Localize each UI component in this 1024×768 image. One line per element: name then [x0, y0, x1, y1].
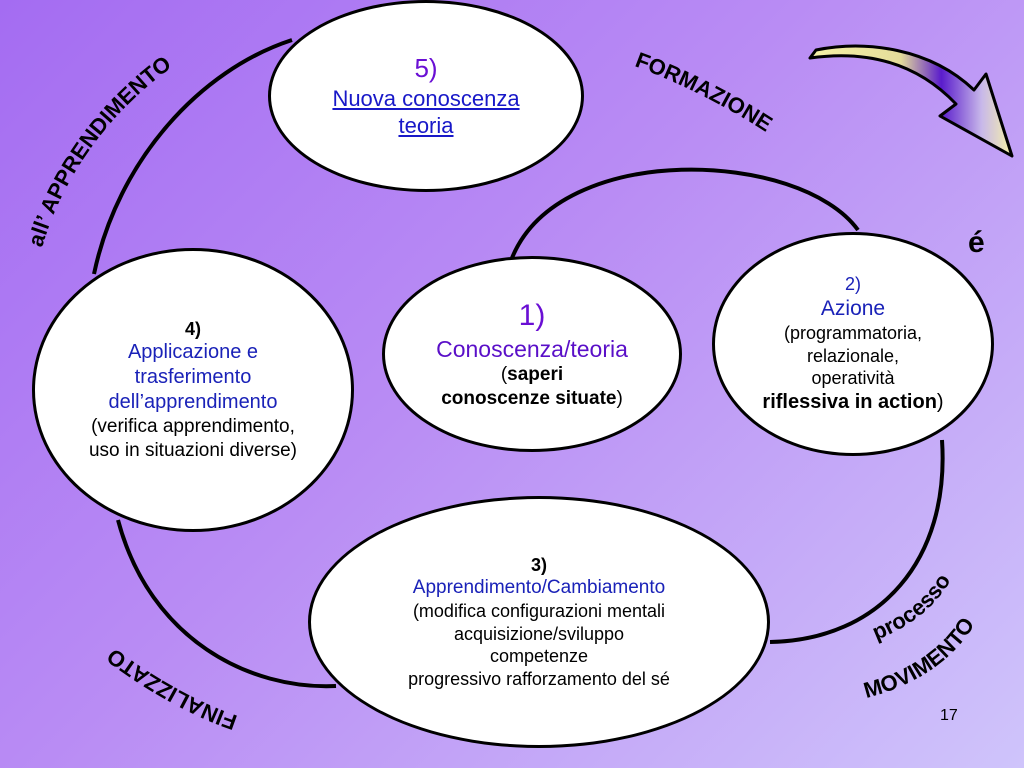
accent-label: é — [968, 226, 985, 259]
node-number: 5) — [414, 53, 438, 84]
node-title: Azione — [820, 296, 886, 320]
curved-arrow-icon — [808, 44, 1014, 158]
node-desc: (programmatoria, — [783, 323, 923, 344]
arc-n2-n3 — [769, 439, 945, 644]
node-desc: (saperi — [501, 363, 563, 387]
label-apprendimento: all’ APPRENDIMENTO — [23, 51, 176, 250]
node-title: Conoscenza/teoria — [436, 335, 628, 362]
paren-open: ( — [500, 364, 508, 386]
node-desc: (verifica apprendimento, — [91, 416, 295, 437]
paren-close: ) — [936, 390, 944, 413]
node-desc: progressivo rafforzamento del sé — [408, 668, 670, 689]
paren-close: ) — [616, 388, 623, 410]
arc-n1-n2 — [510, 167, 860, 259]
node-title: Nuova conoscenza — [332, 85, 520, 111]
label-processo: processo — [869, 569, 956, 645]
node-number: 1) — [518, 299, 546, 333]
node-desc: competenze — [489, 646, 589, 667]
node-title: dell’apprendimento — [108, 391, 278, 413]
node-number: 2) — [844, 274, 861, 295]
node-number: 3) — [530, 554, 547, 575]
node-conoscenza-teoria: 1) Conoscenza/teoria (saperi conoscenze … — [382, 256, 682, 452]
node-title: Apprendimento/Cambiamento — [412, 577, 666, 599]
node-title: teoria — [398, 113, 454, 139]
node-desc: riflessiva in action) — [762, 390, 943, 415]
node-number: 4) — [184, 318, 201, 339]
node-desc-bold: conoscenze situate — [441, 388, 617, 410]
node-title: trasferimento — [134, 366, 252, 388]
node-title: Applicazione e — [127, 341, 259, 363]
node-nuova-conoscenza: 5) Nuova conoscenza teoria — [268, 0, 584, 192]
label-formazione: FORMAZIONE — [632, 47, 777, 136]
label-finalizzato: FINALIZZATO — [102, 643, 240, 735]
node-desc-bold: saperi — [507, 364, 564, 386]
arc-n5-n4 — [92, 38, 293, 275]
node-desc-bold: riflessiva in action — [762, 390, 937, 413]
node-desc: operatività — [811, 368, 895, 389]
node-azione: 2) Azione (programmatoria, relazionale, … — [712, 232, 994, 456]
page-number: 17 — [940, 707, 958, 724]
node-applicazione: 4) Applicazione e trasferimento dell’app… — [32, 248, 354, 532]
node-apprendimento-cambiamento: 3) Apprendimento/Cambiamento (modifica c… — [308, 496, 770, 748]
node-desc: uso in situazioni diverse) — [88, 439, 298, 461]
node-desc: acquisizione/sviluppo — [453, 623, 625, 644]
node-desc: relazionale, — [806, 345, 900, 366]
node-desc: (modifica configurazioni mentali — [412, 601, 666, 622]
node-desc: conoscenze situate) — [441, 387, 623, 411]
arc-n4-n3 — [116, 519, 337, 689]
